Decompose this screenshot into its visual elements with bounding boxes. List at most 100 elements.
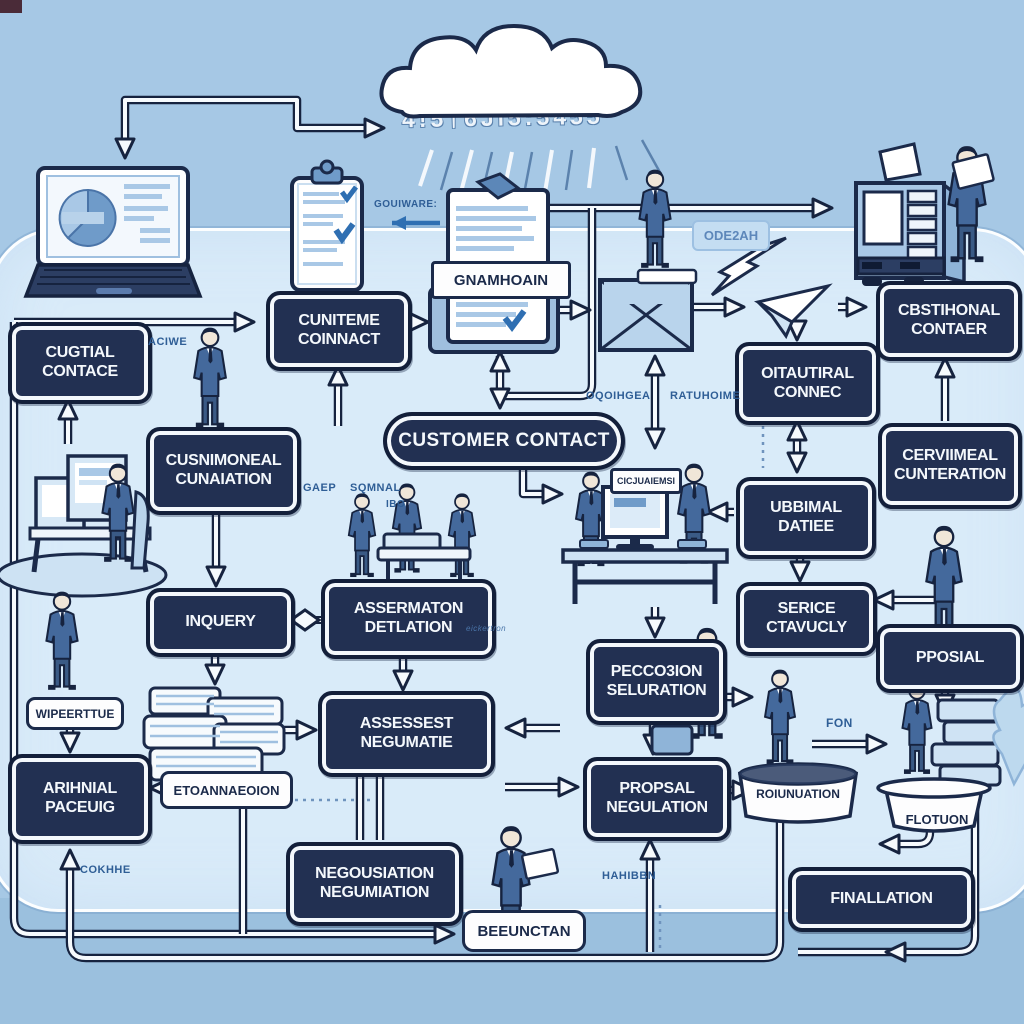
paper-in-hand: [951, 153, 995, 190]
briefcase-icon: [650, 724, 694, 756]
businessman-figure: [925, 524, 963, 639]
node-finallation-label: FINALLATION: [830, 890, 933, 908]
desktop-computer-icon: [561, 485, 729, 604]
arrowhead: [504, 717, 527, 739]
node-cusnimoneal: CUSNIMONEAL CUNAIATION: [146, 427, 301, 515]
node-pposial: PPOSIAL: [876, 624, 1024, 693]
node-arihnial-label: ARIHNIAL PACEUIG: [42, 780, 118, 816]
plate-roiunuation: ROIUNUATION: [744, 784, 852, 804]
plate-etoannaeoion-label: ETOANNAEOION: [173, 782, 280, 798]
node-negousiation-label: NEGOUSIATION NEGUMIATION: [315, 865, 434, 901]
plate-flotuon-label: FLOTUON: [905, 811, 969, 827]
node-assessest: ASSESSEST NEGUMATIE: [318, 691, 495, 777]
paper-stacks-icon: [142, 686, 286, 782]
annotation-hahibbn: HAHIBBN: [602, 870, 657, 882]
arrowhead: [204, 663, 226, 686]
plate-flotuon: FLOTUON: [892, 808, 982, 830]
connector-line: [505, 208, 594, 398]
node-inquery-label: INQUERY: [185, 613, 256, 631]
node-oitautiral-label: OITAUTIRAL CONNEC: [761, 364, 854, 401]
clipboard-checklist-icon: [290, 159, 364, 292]
plant-icon: [992, 687, 1024, 787]
paper-in-hand: [520, 848, 560, 880]
arrowhead: [884, 941, 907, 963]
arrowhead: [706, 501, 729, 523]
annotation-oqoihgea: OQOIHGEA: [586, 390, 651, 402]
arrowhead: [789, 560, 811, 583]
arrowhead: [872, 589, 895, 611]
arrowhead: [59, 848, 81, 871]
annotation-sqmnal: SQMNAL: [350, 482, 401, 494]
pedestal-icon: [737, 762, 859, 824]
node-cbstihonal-label: CBSTIHONAL CONTAER: [898, 302, 1000, 338]
node-serice-label: SERICE CTAVUCLY: [766, 600, 847, 636]
plate-gnamhoin-label: GNAMHOAIN: [453, 271, 549, 289]
annotation-eickertron: eickertron: [466, 624, 507, 633]
annotation-fon: FON: [826, 716, 853, 730]
plate-cicjuaiemsi-label: CICJUAIEMSI: [616, 476, 675, 486]
cloud-rain-icon: [379, 23, 664, 197]
businessman-figure: [347, 492, 377, 578]
annotation-cokhhe: COKHHE: [80, 864, 131, 876]
node-pposial-label: PPOSIAL: [915, 649, 985, 667]
annotation-gouiware: GOUIWARE:: [374, 199, 438, 210]
arrowhead: [786, 451, 808, 474]
node-inquery: INQUERY: [146, 588, 295, 657]
plate-etoannaeoion: ETOANNAEOION: [160, 771, 293, 809]
arrowhead: [934, 356, 956, 379]
paper-plane-icon: [753, 283, 833, 340]
node-cbstihonal: CBSTIHONAL CONTAER: [876, 281, 1022, 361]
node-cerviimeal-label: CERVIIMEAL CUNTERATION: [894, 447, 1006, 483]
arrowhead: [557, 776, 580, 798]
arrowhead: [723, 296, 746, 318]
node-propsal: PROPSAL NEGULATION: [583, 757, 731, 841]
arrowhead: [811, 197, 834, 219]
arrowhead: [845, 296, 868, 318]
rain-streaks: [418, 139, 664, 197]
corner-mark: [0, 0, 22, 13]
annotation-ibo: IBO: [386, 499, 406, 510]
arrowhead: [57, 398, 79, 421]
node-cerviimeal: CERVIIMEAL CUNTERATION: [878, 423, 1022, 509]
node-finallation: FINALLATION: [788, 867, 975, 932]
small-left-arrow-icon: [392, 216, 440, 230]
node-assermaton-label: ASSERMATON DETLATION: [353, 600, 464, 636]
node-negousiation: NEGOUSIATION NEGUMIATION: [286, 842, 463, 926]
annotation-ratuhoime: RATUHOIME: [670, 390, 741, 402]
arrowhead: [541, 483, 564, 505]
annotation-acive: ACIWE: [148, 336, 188, 348]
connector-line: [12, 322, 446, 936]
businessman-figure: [901, 680, 933, 775]
connector-line: [798, 794, 977, 954]
node-cuniteme-label: CUNITEME COINNACT: [297, 312, 381, 348]
arrowhead: [489, 350, 511, 373]
node-ub8imal-label: UBBIMAL DATIEE: [770, 499, 842, 535]
businessman-figure: [638, 168, 672, 269]
businessman-figure: [45, 590, 79, 691]
node-cugtial: CUGTIAL CONTACE: [8, 322, 152, 404]
arrowhead: [569, 299, 592, 321]
envelope-icon: [598, 268, 698, 352]
node-pecco3ion-label: PECCO3ION SELURATION: [606, 663, 707, 699]
arrowhead: [644, 427, 666, 450]
businessman-figure: [764, 668, 796, 766]
arrowhead: [786, 419, 808, 442]
node-assessest-label: ASSESSEST NEGUMATIE: [359, 715, 454, 751]
businessman-figure: [193, 326, 227, 429]
laptop-chart-icon: [23, 166, 203, 298]
connector-line: [123, 98, 378, 150]
node-cusnimoneal-label: CUSNIMONEAL CUNAIATION: [165, 452, 282, 488]
node-arihnial: ARIHNIAL PACEUIG: [8, 754, 152, 844]
plate-roiunuation-label: ROIUNUATION: [756, 787, 840, 801]
arrowhead: [639, 838, 661, 861]
arrowhead: [233, 311, 256, 333]
plate-odezah-label: ODE2AH: [703, 228, 759, 243]
node-cuniteme: CUNITEME COINNACT: [266, 291, 412, 371]
node-ub8imal: UBBIMAL DATIEE: [736, 477, 876, 559]
arrowhead: [489, 387, 511, 410]
node-customer-contact: CUSTOMER CONTACT: [383, 412, 625, 470]
node-propsal-label: PROPSAL NEGULATION: [606, 780, 708, 816]
arrowhead: [644, 354, 666, 377]
